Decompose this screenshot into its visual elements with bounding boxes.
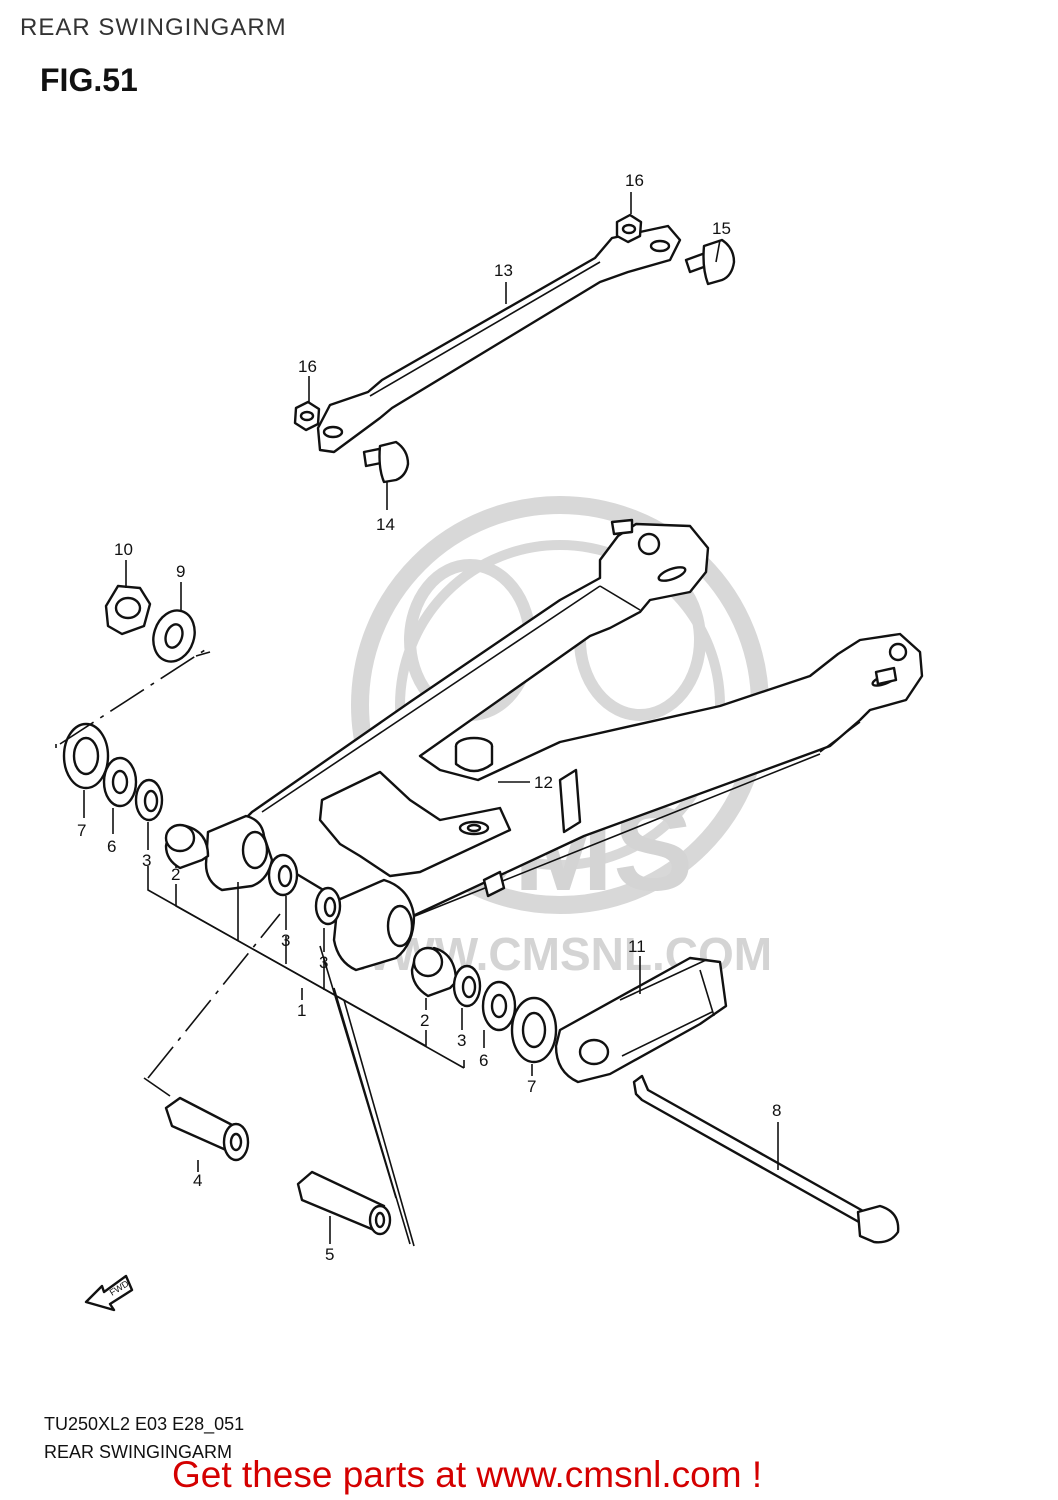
callout-7-right: 7 <box>527 1077 536 1096</box>
part-1-swingarm <box>204 518 924 972</box>
callout-6-left: 6 <box>107 837 116 856</box>
callout-11: 11 <box>628 937 646 956</box>
callout-2-right: 2 <box>420 1011 429 1030</box>
part-3-bearing-inner-right <box>314 886 342 926</box>
part-9-washer <box>152 609 196 663</box>
leader-lines <box>55 192 779 1247</box>
part-16-nut-left <box>293 400 321 432</box>
callout-6-right: 6 <box>479 1051 488 1070</box>
callout-10: 10 <box>114 540 133 559</box>
callout-3-inner-left: 3 <box>281 931 290 950</box>
callout-4: 4 <box>193 1171 202 1190</box>
figure-number: FIG.51 <box>40 62 138 98</box>
part-12-cushion <box>454 736 494 836</box>
callout-2-left: 2 <box>171 865 180 884</box>
callout-7-left: 7 <box>77 821 86 840</box>
callout-16-left: 16 <box>298 357 317 376</box>
part-6-seal-left <box>102 756 138 808</box>
callout-5: 5 <box>325 1245 334 1264</box>
callout-12: 12 <box>534 773 553 792</box>
part-14-bolt <box>362 440 410 484</box>
part-3-bearing-left <box>134 778 164 822</box>
part-3-bearing-right <box>452 964 482 1008</box>
part-11-chain-buffer <box>554 956 728 1084</box>
part-7-dust-seal-right <box>510 996 558 1064</box>
diagram-code: TU250XL2 E03 E28_051 <box>44 1414 245 1434</box>
promo-link[interactable]: Get these parts at www.cmsnl.com ! <box>172 1454 763 1495</box>
callout-9: 9 <box>176 562 185 581</box>
part-4-bush <box>164 1096 250 1162</box>
part-10-nut <box>104 584 152 636</box>
fwd-arrow-icon: FWD <box>84 1274 134 1312</box>
part-7-dust-seal-left <box>62 722 110 790</box>
part-13-rear-stay <box>316 224 682 454</box>
part-5-bush <box>296 1170 392 1236</box>
page-title: REAR SWINGINGARM <box>20 14 287 41</box>
callout-3-right: 3 <box>457 1031 466 1050</box>
part-8-pivot-axle <box>632 1074 900 1244</box>
part-16-nut-top <box>615 213 643 244</box>
part-3-bearing-inner-left <box>267 853 299 897</box>
callout-labels: 16 15 13 16 14 10 9 12 7 6 3 2 3 3 1 11 … <box>77 171 781 1264</box>
callout-3-inner-right: 3 <box>319 953 328 972</box>
callout-14: 14 <box>376 515 395 534</box>
part-2-spacer-left <box>164 823 210 870</box>
part-2-spacer-right <box>410 946 458 998</box>
part-15-bolt <box>684 238 736 286</box>
callout-3-left: 3 <box>142 851 151 870</box>
callout-13: 13 <box>494 261 513 280</box>
callout-8: 8 <box>772 1101 781 1120</box>
part-6-seal-right <box>481 980 517 1032</box>
callout-16-top: 16 <box>625 171 644 190</box>
callout-1: 1 <box>297 1001 306 1020</box>
diagram-footer-title: REAR SWINGINGARM <box>44 1442 233 1462</box>
callout-15: 15 <box>712 219 731 238</box>
